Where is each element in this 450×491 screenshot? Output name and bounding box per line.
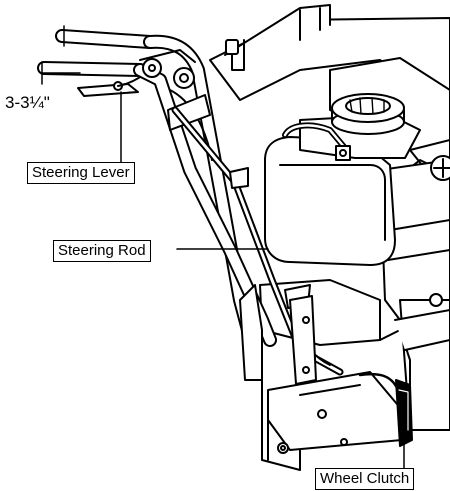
dimension-bracket bbox=[41, 61, 81, 85]
wheel-clutch-label: Wheel Clutch bbox=[315, 468, 415, 490]
fuel-cap bbox=[331, 93, 405, 135]
leader-lines bbox=[120, 91, 405, 469]
fuel-line bbox=[282, 122, 351, 161]
handle-mount-plates bbox=[239, 284, 317, 385]
steering-rod-label: Steering Rod bbox=[53, 240, 151, 262]
upper-handle-bars bbox=[37, 25, 157, 77]
wheel-clutch-bracket bbox=[267, 371, 404, 461]
wheel-clutch-lever bbox=[395, 379, 413, 447]
dimension-label: 3-3¼" bbox=[5, 93, 50, 112]
steering-lever-label: Steering Lever bbox=[27, 162, 135, 184]
